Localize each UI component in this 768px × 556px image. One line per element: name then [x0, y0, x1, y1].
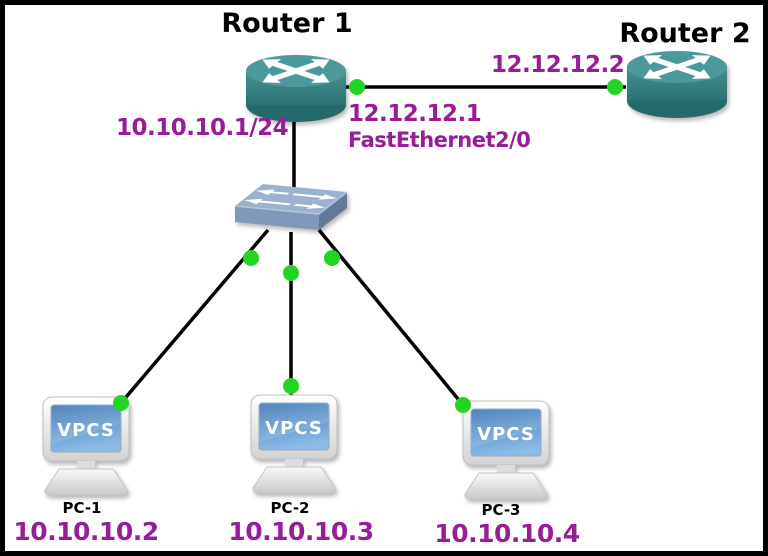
pc1-ip-label: 10.10.10.2 — [13, 517, 159, 546]
pc3-ip-label: 10.10.10.4 — [434, 519, 580, 548]
pc1-screen-text: VPCS — [57, 420, 115, 441]
link-switch-pc3 — [317, 228, 465, 407]
link-status-dot — [113, 395, 129, 411]
link-status-dot — [349, 79, 365, 95]
link-status-dot — [243, 250, 259, 266]
link-status-dot — [283, 265, 299, 281]
pc3-screen-text: VPCS — [477, 424, 535, 445]
link-status-dot — [324, 250, 340, 266]
router1-wan-label: 12.12.12.1 FastEthernet2/0 — [348, 101, 531, 153]
router1-lan-ip-label: 10.10.10.1/24 — [116, 115, 289, 141]
pc2-icon[interactable]: VPCS — [246, 394, 342, 498]
pc3-icon[interactable]: VPCS — [458, 400, 554, 504]
pc1-label: PC-1 — [62, 499, 102, 517]
pc2-label: PC-2 — [270, 499, 310, 517]
pc2-ip-label: 10.10.10.3 — [228, 517, 374, 546]
router1-label: Router 1 — [221, 8, 353, 39]
link-status-dot — [283, 378, 299, 394]
pc1-icon[interactable]: VPCS — [38, 396, 134, 500]
router1-wan-iface-label: FastEthernet2/0 — [348, 128, 531, 152]
link-status-dot — [455, 397, 471, 413]
pc3-label: PC-3 — [481, 501, 521, 519]
link-status-dot — [607, 79, 623, 95]
router2-wan-ip-label: 12.12.12.2 — [491, 52, 625, 78]
router1-wan-ip-label: 12.12.12.1 — [348, 101, 482, 127]
pc2-screen-text: VPCS — [265, 418, 323, 439]
router2-label: Router 2 — [619, 18, 751, 49]
